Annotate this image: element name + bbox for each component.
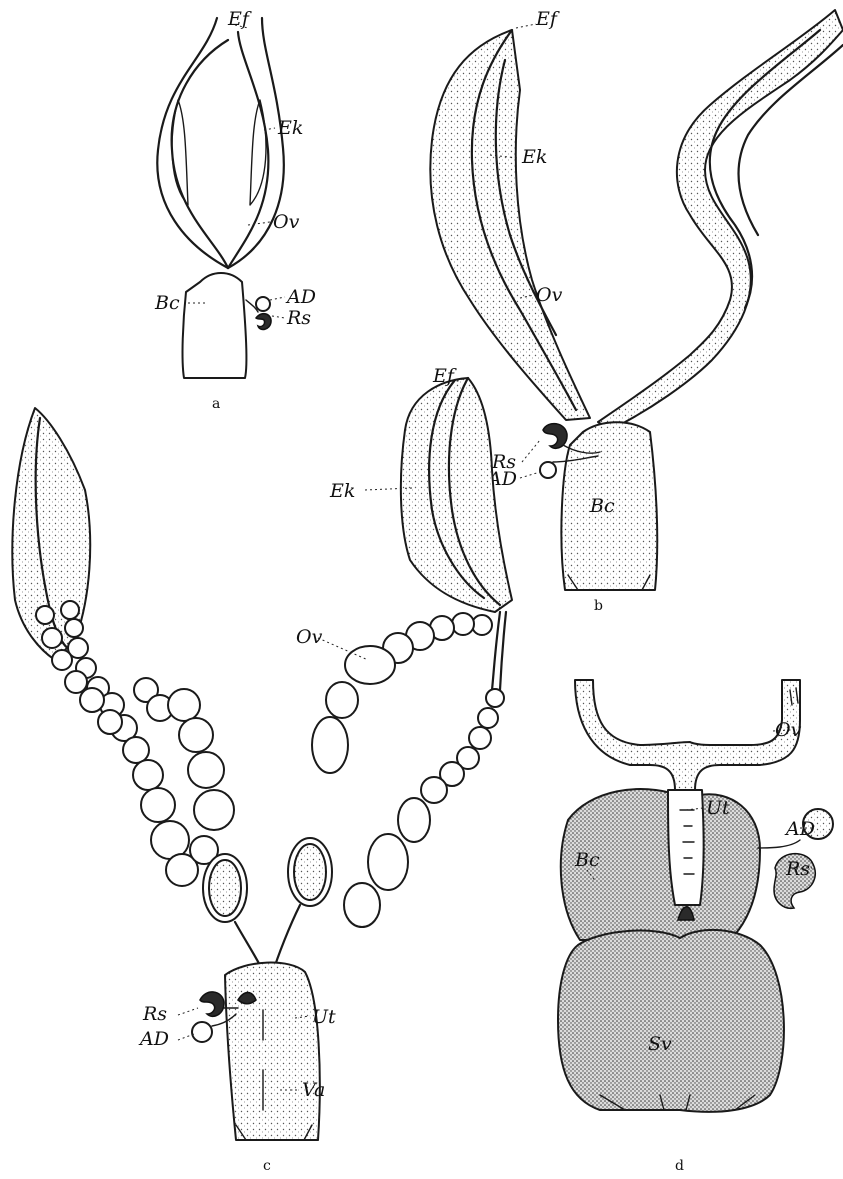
panel-a-ovary (157, 18, 284, 268)
label-a-rs: Rs (286, 307, 311, 329)
panel-c-oviduct-rings (203, 838, 332, 975)
panel-b-right-ovary (598, 10, 843, 430)
panel-c-right-ovary-tip (401, 378, 512, 612)
panel-c-right-egg-strands (312, 612, 506, 927)
label-a-ek: Ek (277, 117, 303, 139)
panel-letter-a: a (212, 396, 220, 412)
label-c-ef: Ef (432, 365, 457, 387)
panel-b-left-ovary (430, 30, 590, 420)
panel-d: Ov Ut Bc AD Rs Sv d (558, 680, 833, 1174)
label-c-ov: Ov (296, 626, 323, 648)
label-c-ut: Ut (312, 1006, 336, 1028)
label-d-rs: Rs (785, 858, 810, 880)
label-c-rs: Rs (142, 1003, 167, 1025)
label-c-ek: Ek (329, 480, 355, 502)
panel-c-bursa-vagina (225, 963, 320, 1140)
panel-a-receptaculum (246, 297, 271, 329)
panel-letter-b: b (594, 598, 603, 614)
panel-d-spermathecal-vesicle (558, 930, 784, 1112)
label-c-va: Va (302, 1079, 325, 1101)
panel-letter-d: d (675, 1158, 684, 1174)
panel-a: Ef Ek Ov Bc AD Rs a (154, 8, 316, 412)
label-a-ef: Ef (227, 8, 252, 30)
panel-c: Ef Ek Ov Rs AD Ut Va c (12, 365, 512, 1174)
label-a-ov: Ov (273, 211, 300, 233)
label-c-ad: AD (138, 1028, 169, 1050)
panel-a-bursa (183, 273, 247, 378)
label-d-ut: Ut (706, 797, 730, 819)
label-d-ad: AD (784, 818, 815, 840)
label-b-ek: Ek (521, 146, 547, 168)
panel-letter-c: c (263, 1158, 271, 1174)
label-a-ad: AD (285, 286, 316, 308)
label-b-ov: Ov (536, 284, 563, 306)
panel-d-oviducts (575, 680, 800, 790)
label-d-bc: Bc (574, 849, 600, 871)
label-d-ov: Ov (775, 719, 802, 741)
label-a-bc: Bc (154, 292, 180, 314)
label-d-sv: Sv (648, 1033, 672, 1055)
label-b-ef: Ef (535, 8, 560, 30)
label-b-bc: Bc (589, 495, 615, 517)
